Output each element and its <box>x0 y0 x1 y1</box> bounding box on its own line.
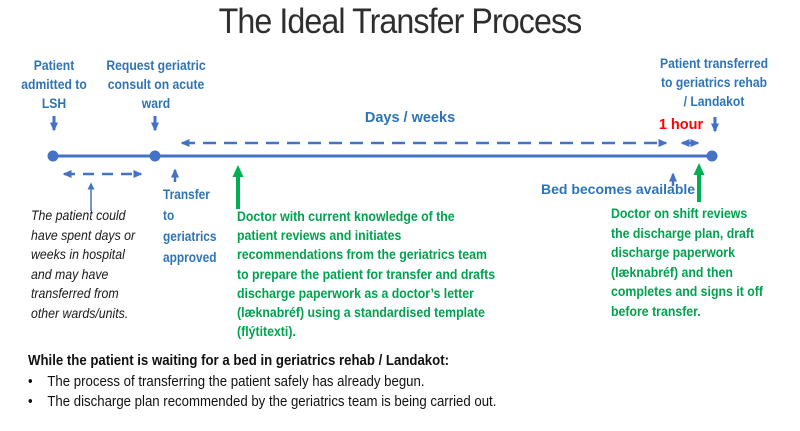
note-doctor-prepares: Doctor with current knowledge of the pat… <box>237 208 496 340</box>
bullet-text: The discharge plan recommended by the ge… <box>47 393 497 410</box>
event-label-request-consult: Request geriatric consult on acute ward <box>106 58 206 111</box>
event-label-patient-transferred: Patient transferred to geriatrics rehab … <box>659 56 769 109</box>
list-item: • The process of transferring the patien… <box>28 372 574 392</box>
timeline-dot-transfer <box>706 150 718 162</box>
timeline-dot-admitted <box>47 150 59 162</box>
note-patient-history: The patient could have spent days or wee… <box>31 207 136 321</box>
event-label-bed-available: Bed becomes available <box>541 181 696 197</box>
waiting-summary-heading: While the patient is waiting for a bed i… <box>28 352 449 369</box>
event-label-patient-admitted: Patient admitted to LSH <box>21 58 87 111</box>
duration-label-one-hour: 1 hour <box>658 117 704 133</box>
page-title: The Ideal Transfer Process <box>218 2 583 41</box>
bullet-icon: • <box>28 393 33 410</box>
note-doctor-on-shift: Doctor on shift reviews the discharge pl… <box>611 205 763 319</box>
waiting-summary-section: While the patient is waiting for a bed i… <box>28 352 574 412</box>
duration-label-days-weeks: Days / weeks <box>364 110 456 126</box>
event-label-transfer-approved: Transfer to geriatrics approved <box>163 187 217 265</box>
bullet-icon: • <box>28 373 33 390</box>
list-item: • The discharge plan recommended by the … <box>28 392 574 412</box>
bullet-text: The process of transferring the patient … <box>47 373 425 390</box>
timeline-dot-consult <box>149 150 161 162</box>
